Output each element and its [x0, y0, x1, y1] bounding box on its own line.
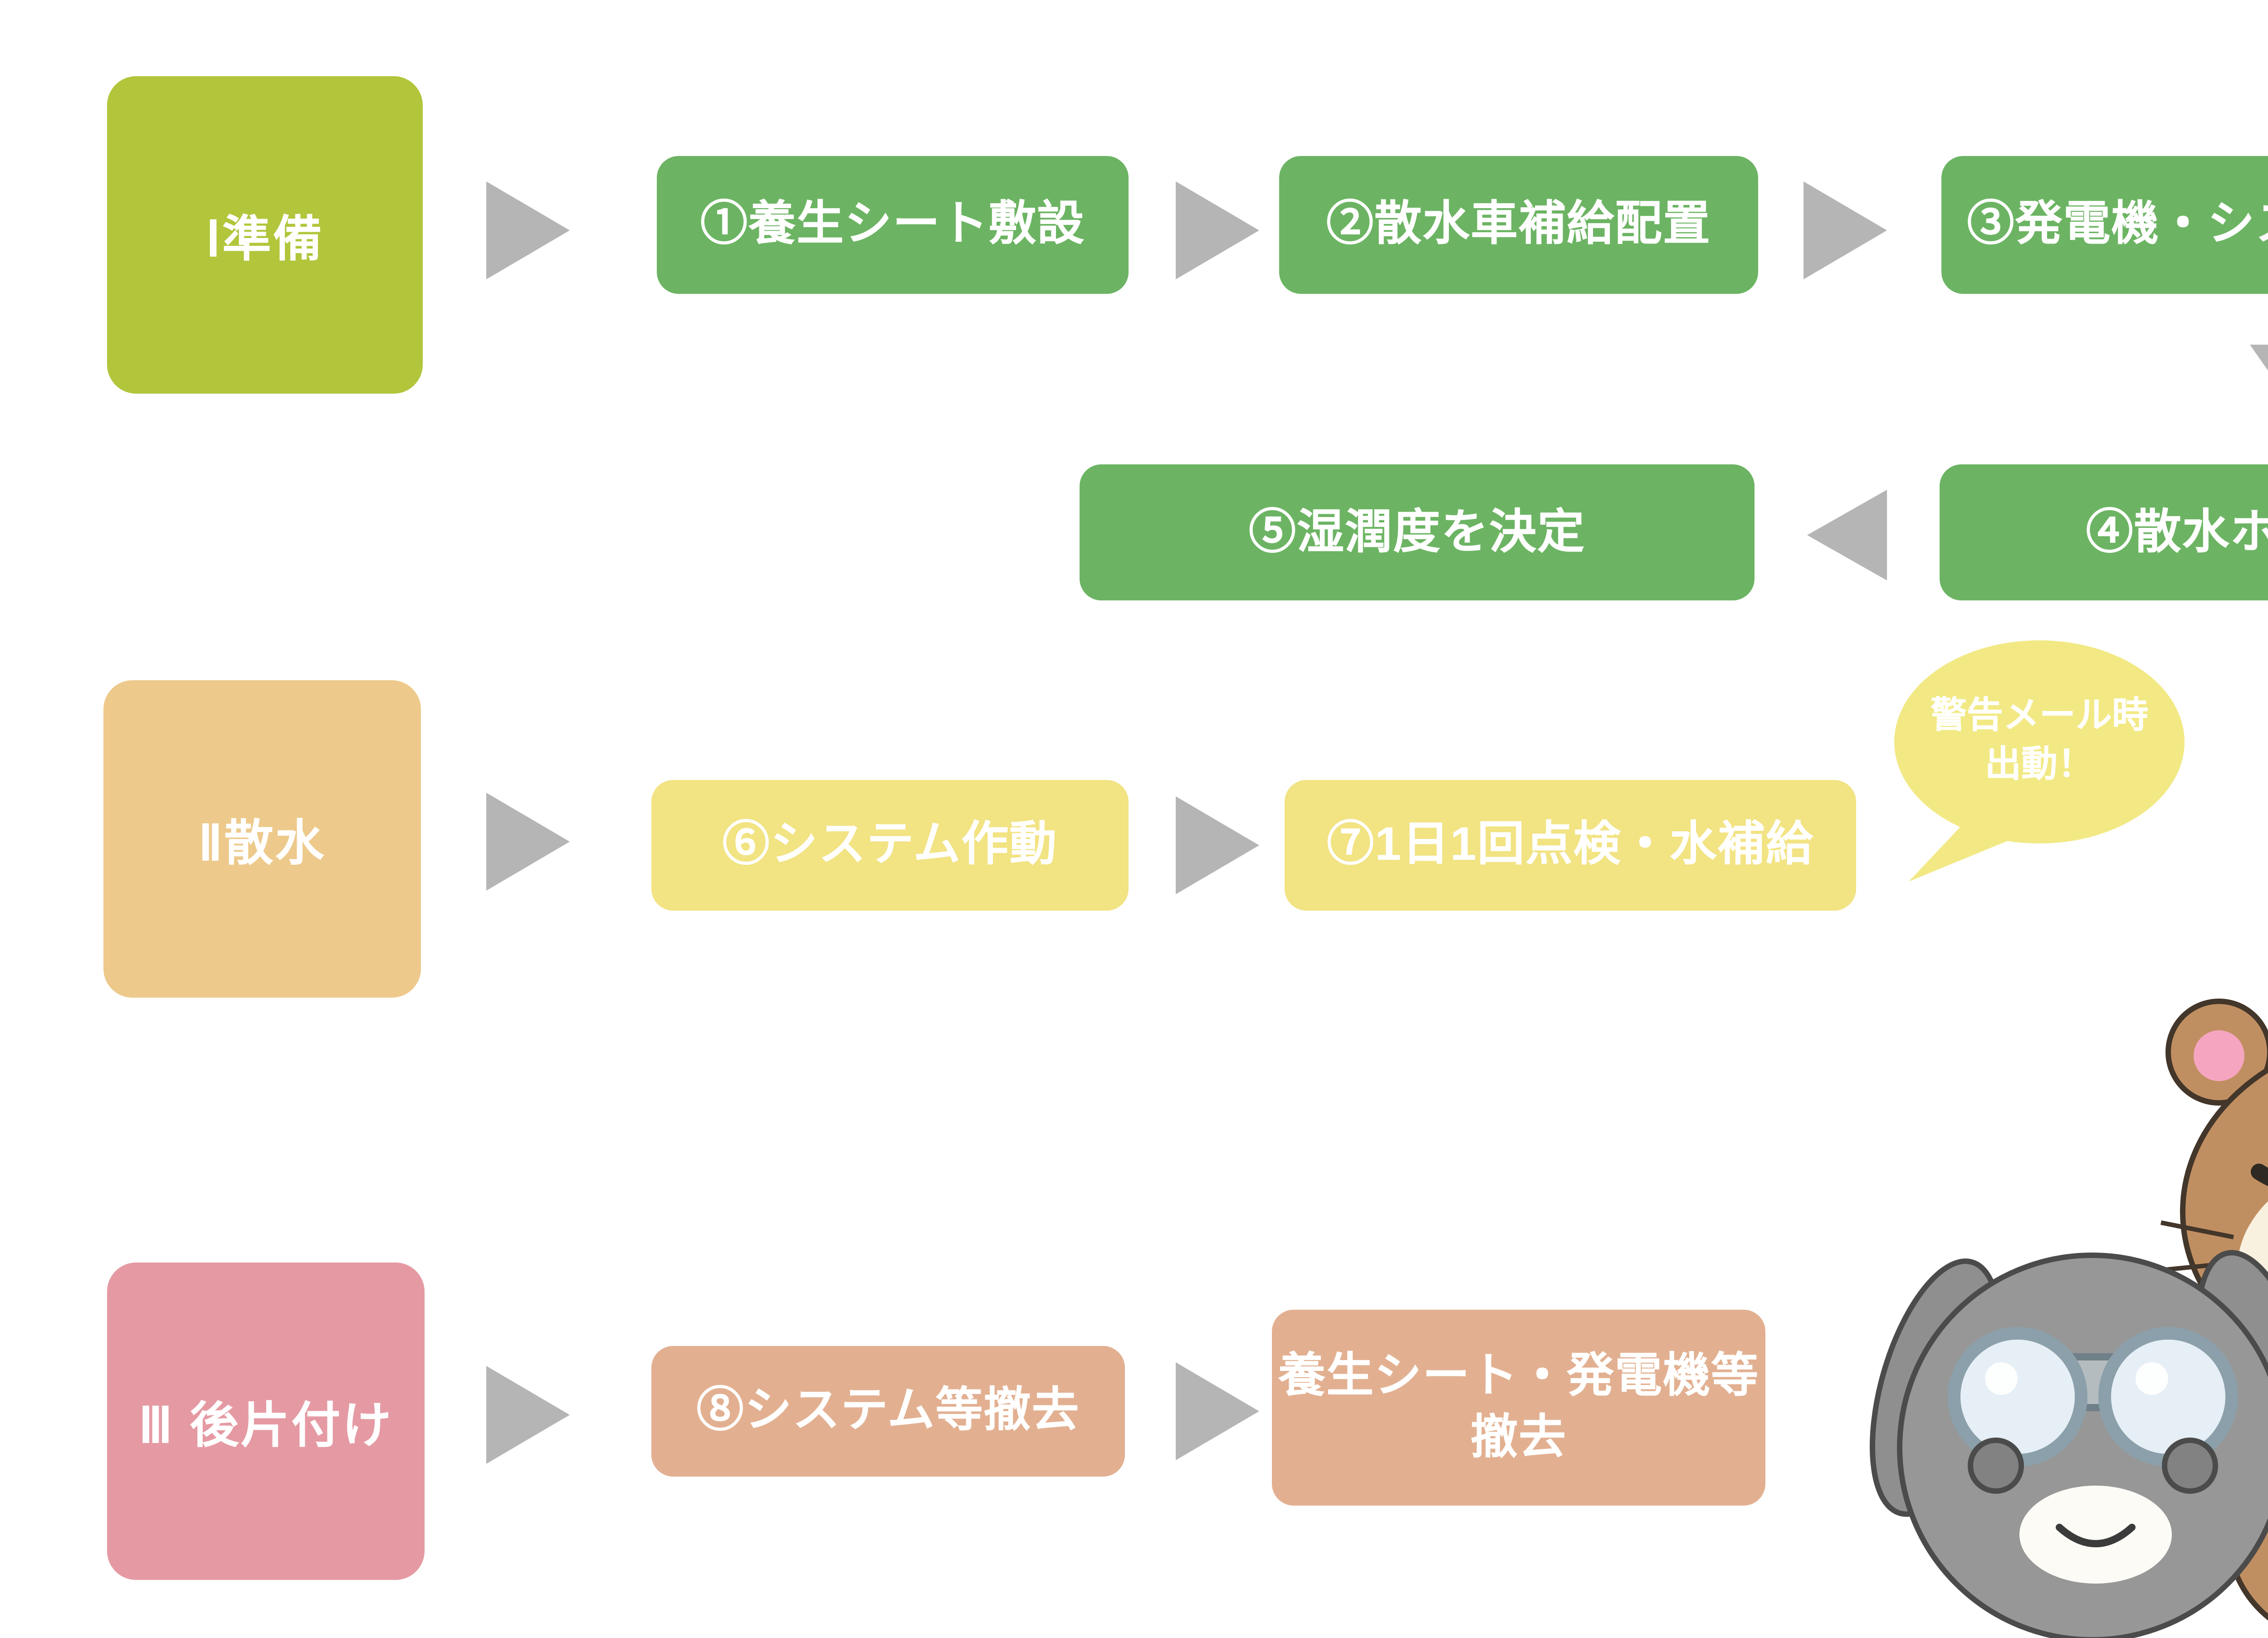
- arrow-right-icon: [1176, 1362, 1259, 1460]
- step-label-2: ②散水車補給配置: [1326, 196, 1711, 251]
- phase-box-preparation: Ⅰ準備: [107, 76, 423, 394]
- step-label-6: ⑥システム作動: [722, 816, 1058, 871]
- step-label-1: ①養生シート敷設: [700, 196, 1085, 251]
- phase-label-cleanup: Ⅲ 後片付け: [138, 1399, 393, 1453]
- step-box-5: ⑤湿潤度を決定: [1080, 464, 1755, 600]
- step-box-9: 養生シート・発電機等 撤去: [1272, 1310, 1765, 1506]
- characters-illustration: [1869, 999, 2268, 1638]
- arrow-right-icon: [486, 181, 570, 279]
- binoculars-icon: [1948, 1327, 2238, 1494]
- arrow-right-icon: [1176, 796, 1259, 894]
- step-box-1: ①養生シート敷設: [657, 156, 1129, 294]
- step-label-7: ⑦1日1回点検・水補給: [1327, 816, 1814, 871]
- arrow-down-icon: [2250, 345, 2268, 417]
- step-box-3: ③発電機・システム等セット: [1941, 156, 2268, 294]
- arrow-right-icon: [486, 1366, 570, 1464]
- step-label-8: ⑧システム等撤去: [696, 1382, 1080, 1437]
- speech-bubble-shape: [1894, 640, 2185, 882]
- phase-label-preparation: Ⅰ準備: [206, 212, 324, 267]
- step-label-3: ③発電機・システム等セット: [1967, 196, 2268, 251]
- speech-bubble-text: 警告メール時 出動！: [1931, 697, 2148, 785]
- arrow-left-icon: [1807, 490, 1887, 580]
- step-box-8: ⑧システム等撤去: [651, 1346, 1125, 1477]
- phase-box-cleanup: Ⅲ 後片付け: [107, 1263, 425, 1580]
- arrow-right-icon: [1804, 181, 1887, 279]
- step-box-2: ②散水車補給配置: [1279, 156, 1758, 294]
- step-box-7: ⑦1日1回点検・水補給: [1285, 780, 1856, 911]
- step-label-5: ⑤湿潤度を決定: [1248, 503, 1585, 558]
- step-box-4: ④散水ホース配置: [1940, 464, 2268, 600]
- phase-box-watering: Ⅱ散水: [103, 680, 421, 998]
- step-label-4: ④散水ホース配置: [2086, 503, 2268, 558]
- arrow-right-icon: [1176, 181, 1259, 279]
- step-box-6: ⑥システム作動: [651, 780, 1129, 911]
- phase-label-watering: Ⅱ散水: [198, 816, 326, 871]
- arrow-right-icon: [486, 793, 570, 891]
- speech-bubble: 警告メール時 出動！: [1876, 639, 2203, 892]
- step-label-9: 養生シート・発電機等 撤去: [1278, 1348, 1759, 1464]
